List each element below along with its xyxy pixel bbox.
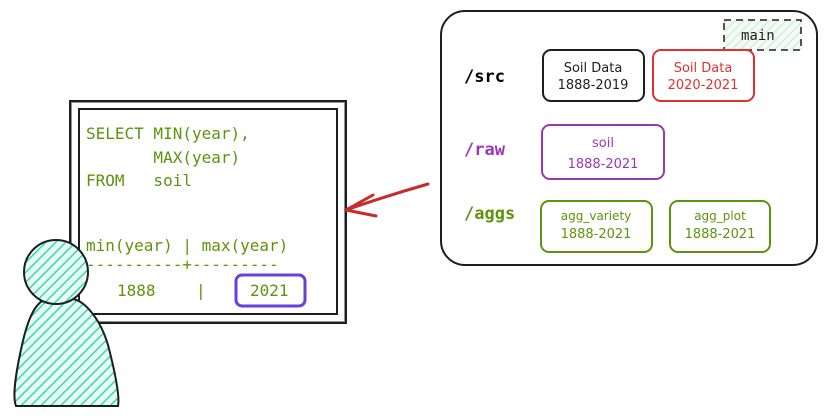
result-min-value: 1888 [117, 281, 156, 300]
dataset-soil-raw: soil 1888-2021 [541, 124, 665, 180]
dataset-title: soil [592, 136, 614, 151]
path-aggs: /aggs [464, 204, 515, 224]
result-max-highlight [234, 273, 307, 308]
result-header: min(year) | max(year) [86, 236, 288, 255]
result-max-value: 2021 [250, 281, 289, 300]
dataset-soil-data-1888-2019: Soil Data 1888-2019 [542, 49, 645, 102]
query-line-2: MAX(year) [86, 148, 240, 167]
terminal-inner-frame [78, 108, 338, 315]
dataset-range: 1888-2021 [568, 157, 639, 172]
dataset-title: agg_plot [694, 209, 746, 223]
dataset-range: 1888-2019 [558, 78, 629, 93]
dataset-range: 1888-2021 [685, 227, 756, 242]
dataset-range: 1888-2021 [561, 227, 632, 242]
branch-label: main [741, 28, 775, 44]
query-line-3: FROM soil [86, 171, 192, 190]
query-terminal: SELECT MIN(year), MAX(year) FROM soil mi… [69, 100, 347, 324]
dataset-soil-data-2020-2021: Soil Data 2020-2021 [652, 49, 755, 102]
dataset-title: Soil Data [564, 61, 623, 76]
result-separator: ----------+--------- [86, 255, 279, 274]
path-raw: /raw [464, 140, 506, 160]
result-pipe: | [196, 281, 206, 300]
dataset-title: agg_variety [561, 209, 632, 223]
person-icon [13, 239, 120, 407]
dataset-range: 2020-2021 [668, 78, 739, 93]
arrow-left-icon [344, 182, 430, 218]
dataset-agg-variety: agg_variety 1888-2021 [540, 200, 653, 253]
path-src: /src [464, 67, 505, 87]
query-line-1: SELECT MIN(year), [86, 124, 250, 143]
dataset-agg-plot: agg_plot 1888-2021 [669, 200, 771, 253]
repository-panel: main /src Soil Data 1888-2019 Soil Data … [440, 10, 818, 266]
branch-tag: main [723, 19, 802, 51]
dataset-title: Soil Data [674, 61, 733, 76]
